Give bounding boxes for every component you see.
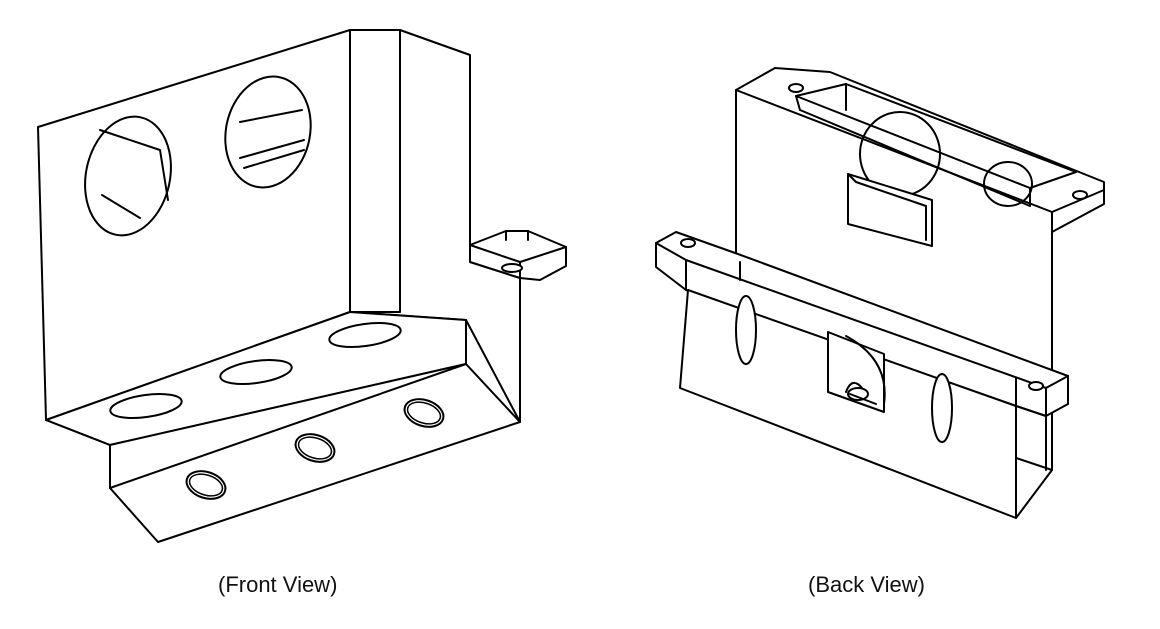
front-tab	[469, 230, 567, 281]
back-flange-hole-2	[1028, 381, 1044, 391]
back-oval-hole-2	[931, 373, 953, 443]
back-top-hole-2	[1072, 190, 1088, 200]
back-oval-hole-1	[735, 295, 757, 365]
front-view-drawing	[37, 29, 567, 543]
front-ledge-hole-1	[109, 393, 183, 419]
front-ledge-hole-2	[219, 359, 293, 385]
back-flange	[655, 231, 1069, 417]
back-window	[847, 173, 933, 247]
front-view-caption: (Front View)	[218, 572, 338, 597]
back-view-drawing	[655, 67, 1105, 519]
back-top-hole-1	[788, 83, 804, 93]
front-ledge-hole-3	[328, 322, 402, 348]
front-large-hole-2	[224, 75, 312, 189]
back-view-caption: (Back View)	[808, 572, 925, 597]
front-tab-hole	[501, 263, 523, 273]
back-flange-hole-1	[680, 238, 696, 248]
back-lower-window	[827, 331, 885, 413]
